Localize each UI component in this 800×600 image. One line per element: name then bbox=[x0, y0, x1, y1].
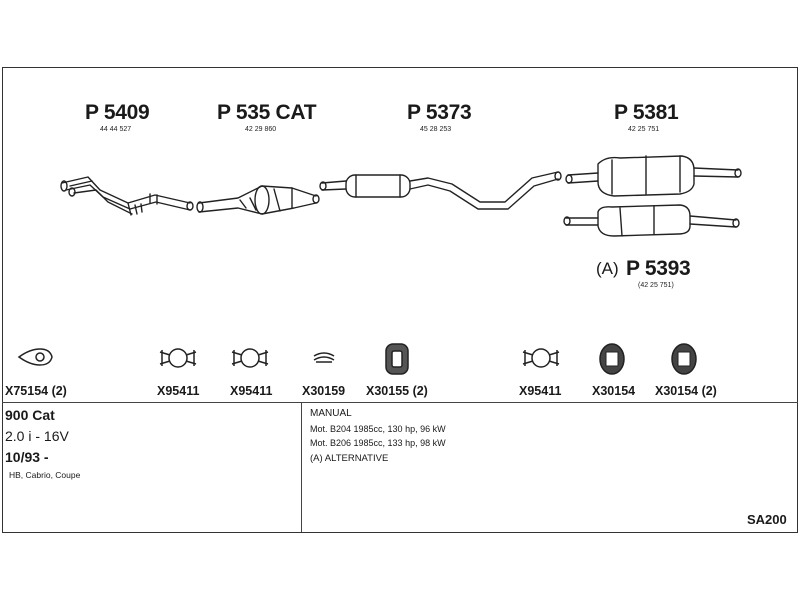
diagram-frame bbox=[2, 67, 798, 533]
accessory-code: X30155 (2) bbox=[366, 384, 428, 398]
accessory-code: X75154 (2) bbox=[5, 384, 67, 398]
rubber-mount-icon bbox=[385, 343, 409, 375]
vehicle-body: HB, Cabrio, Coupe bbox=[9, 470, 81, 480]
clamp-icon bbox=[159, 348, 197, 368]
part-ref-middle-silencer: 45 28 253 bbox=[420, 126, 452, 133]
part-ref-catalyst: 42 29 860 bbox=[245, 126, 277, 133]
accessory-code: X95411 bbox=[519, 384, 562, 398]
accessory-code: X95411 bbox=[230, 384, 273, 398]
part-number-catalyst: P 535 CAT bbox=[217, 101, 317, 124]
spring-clip-icon bbox=[313, 352, 335, 363]
rubber-ring-icon bbox=[671, 343, 697, 375]
part-number-middle-silencer: P 5373 bbox=[407, 101, 472, 124]
alternative-silencer-part bbox=[563, 204, 740, 237]
alternative-note: (A) ALTERNATIVE bbox=[310, 453, 389, 464]
middle-silencer-part bbox=[319, 171, 562, 210]
alternative-marker: (A) bbox=[596, 259, 619, 278]
part-ref-alternative-silencer: (42 25 751) bbox=[638, 282, 674, 289]
catalyst-part bbox=[196, 185, 320, 215]
part-number-alternative-silencer: P 5393 bbox=[626, 257, 691, 280]
vehicle-date: 10/93 - bbox=[5, 449, 49, 465]
divider-vertical bbox=[301, 402, 302, 532]
accessory-code: X30159 bbox=[302, 384, 346, 398]
engine-note: Mot. B204 1985cc, 130 hp, 96 kW bbox=[310, 424, 446, 434]
clamp-icon bbox=[231, 348, 269, 368]
part-number-rear-silencer: P 5381 bbox=[614, 101, 679, 124]
accessory-code: X30154 bbox=[592, 384, 636, 398]
part-ref-rear-silencer: 42 25 751 bbox=[628, 126, 660, 133]
rear-silencer-part bbox=[565, 155, 742, 197]
transmission-note: MANUAL bbox=[310, 408, 352, 419]
gasket-icon bbox=[17, 348, 53, 366]
vehicle-engine: 2.0 i - 16V bbox=[5, 428, 69, 444]
accessory-code: X95411 bbox=[157, 384, 200, 398]
part-ref-front-pipe: 44 44 527 bbox=[100, 126, 132, 133]
front-pipe-part bbox=[60, 176, 194, 216]
part-number-front-pipe: P 5409 bbox=[85, 101, 150, 124]
rubber-ring-icon bbox=[599, 343, 625, 375]
vehicle-model: 900 Cat bbox=[5, 407, 55, 423]
diagram-code: SA200 bbox=[747, 512, 787, 527]
accessory-code: X30154 (2) bbox=[655, 384, 717, 398]
divider-horizontal bbox=[2, 402, 798, 403]
engine-note: Mot. B206 1985cc, 133 hp, 98 kW bbox=[310, 438, 446, 448]
clamp-icon bbox=[522, 348, 560, 368]
